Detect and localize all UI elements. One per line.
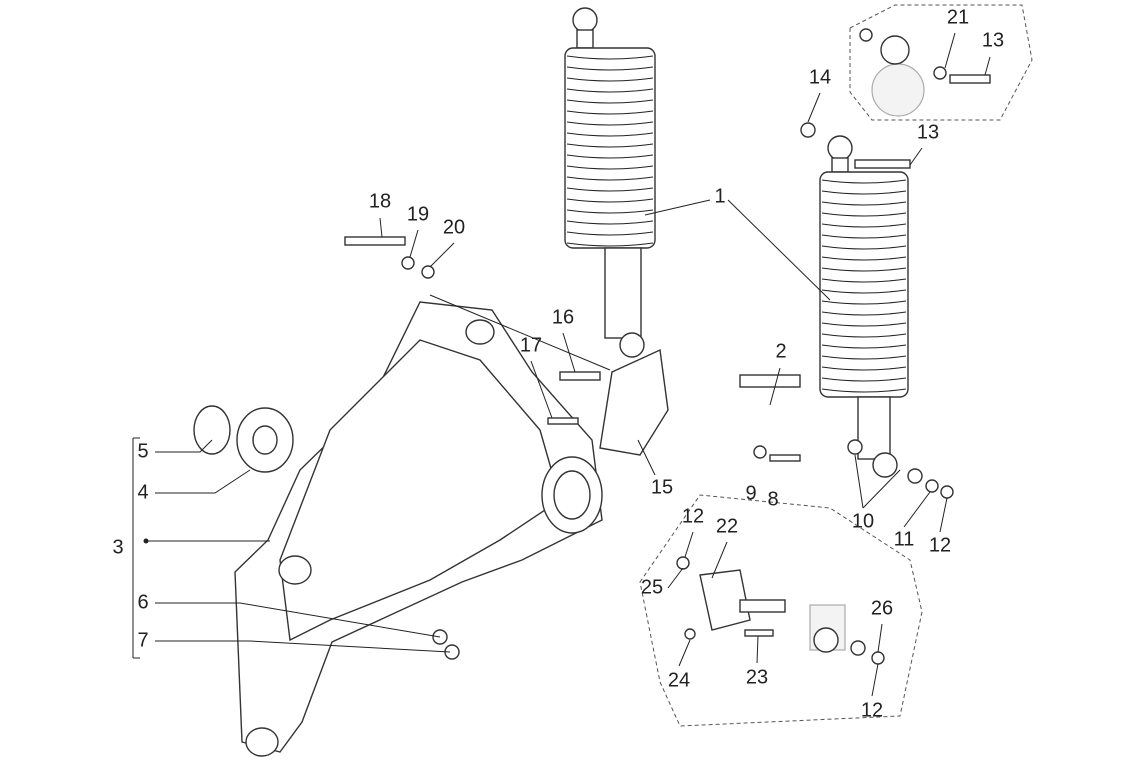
label-9: 9 [745, 482, 756, 504]
spring-coil [821, 344, 907, 349]
circlip [193, 405, 231, 455]
spring-coil [566, 242, 654, 247]
spring-coil [821, 234, 907, 239]
spring-coil [566, 132, 654, 137]
label-10: 10 [852, 510, 874, 532]
label-7: 7 [137, 629, 148, 651]
spring-coil [566, 198, 654, 203]
spring-coil [821, 366, 907, 371]
spring-coil [566, 220, 654, 225]
label-20: 20 [443, 216, 465, 238]
spring-coil [566, 55, 654, 60]
spring-coil [821, 289, 907, 294]
part-labels: 1 2 3 4 5 6 7 8 9 10 11 12 12 12 13 13 1… [112, 6, 1004, 721]
label-8: 8 [767, 488, 778, 510]
spring-coil [821, 322, 907, 327]
spring-coil [821, 179, 907, 184]
spring-coil [566, 77, 654, 82]
label-6: 6 [137, 591, 148, 613]
label-5: 5 [137, 440, 148, 462]
label-21: 21 [947, 6, 969, 28]
spring-coil [821, 201, 907, 206]
spring-coil [821, 300, 907, 305]
shock-absorber-left [564, 7, 669, 456]
spring-coil [566, 187, 654, 192]
leader-lines [132, 32, 991, 697]
label-14: 14 [809, 66, 831, 88]
label-26: 26 [871, 597, 893, 619]
spring-coil [566, 176, 654, 181]
label-11: 11 [894, 528, 915, 550]
detail-box-bottom [639, 494, 923, 727]
spring-coil [566, 209, 654, 214]
label-4: 4 [137, 481, 148, 503]
label-3: 3 [112, 536, 123, 558]
spring-coil [821, 212, 907, 217]
label-23: 23 [746, 666, 768, 688]
spring-coil [566, 231, 654, 236]
label-12: 12 [682, 505, 704, 527]
label-13: 13 [917, 121, 939, 143]
spring-coil [821, 377, 907, 382]
label-2: 2 [775, 340, 786, 362]
spring-coil [821, 388, 907, 393]
shock-absorber-right [819, 135, 909, 478]
spring-coil [821, 278, 907, 283]
label-24: 24 [668, 669, 690, 691]
label-1: 1 [714, 185, 725, 207]
spring-coil [566, 154, 654, 159]
spring-coil [566, 165, 654, 170]
spring-coil [821, 355, 907, 360]
spring-coil [821, 311, 907, 316]
group-dot [143, 538, 149, 544]
label-17: 17 [520, 334, 542, 356]
label-16: 16 [552, 306, 574, 328]
detail-box-top [849, 4, 1033, 121]
spring-coil [821, 190, 907, 195]
label-12: 12 [861, 699, 883, 721]
bearing [236, 407, 294, 473]
spring-coil [566, 99, 654, 104]
spring-coil [566, 110, 654, 115]
swing-arm [234, 301, 603, 757]
label-12: 12 [929, 534, 951, 556]
label-15: 15 [651, 476, 673, 498]
label-18: 18 [369, 190, 391, 212]
spring-coil [821, 256, 907, 261]
hardware [344, 28, 991, 665]
spring-coil [566, 88, 654, 93]
spring-coil [566, 66, 654, 71]
spring-coil [821, 333, 907, 338]
spring-coil [566, 121, 654, 126]
label-25: 25 [641, 576, 663, 598]
spring-coil [821, 267, 907, 272]
label-13: 13 [982, 29, 1004, 51]
label-22: 22 [716, 515, 738, 537]
spring-coil [566, 143, 654, 148]
spring-coil [821, 223, 907, 228]
spring-coil [821, 245, 907, 250]
label-19: 19 [407, 203, 429, 225]
